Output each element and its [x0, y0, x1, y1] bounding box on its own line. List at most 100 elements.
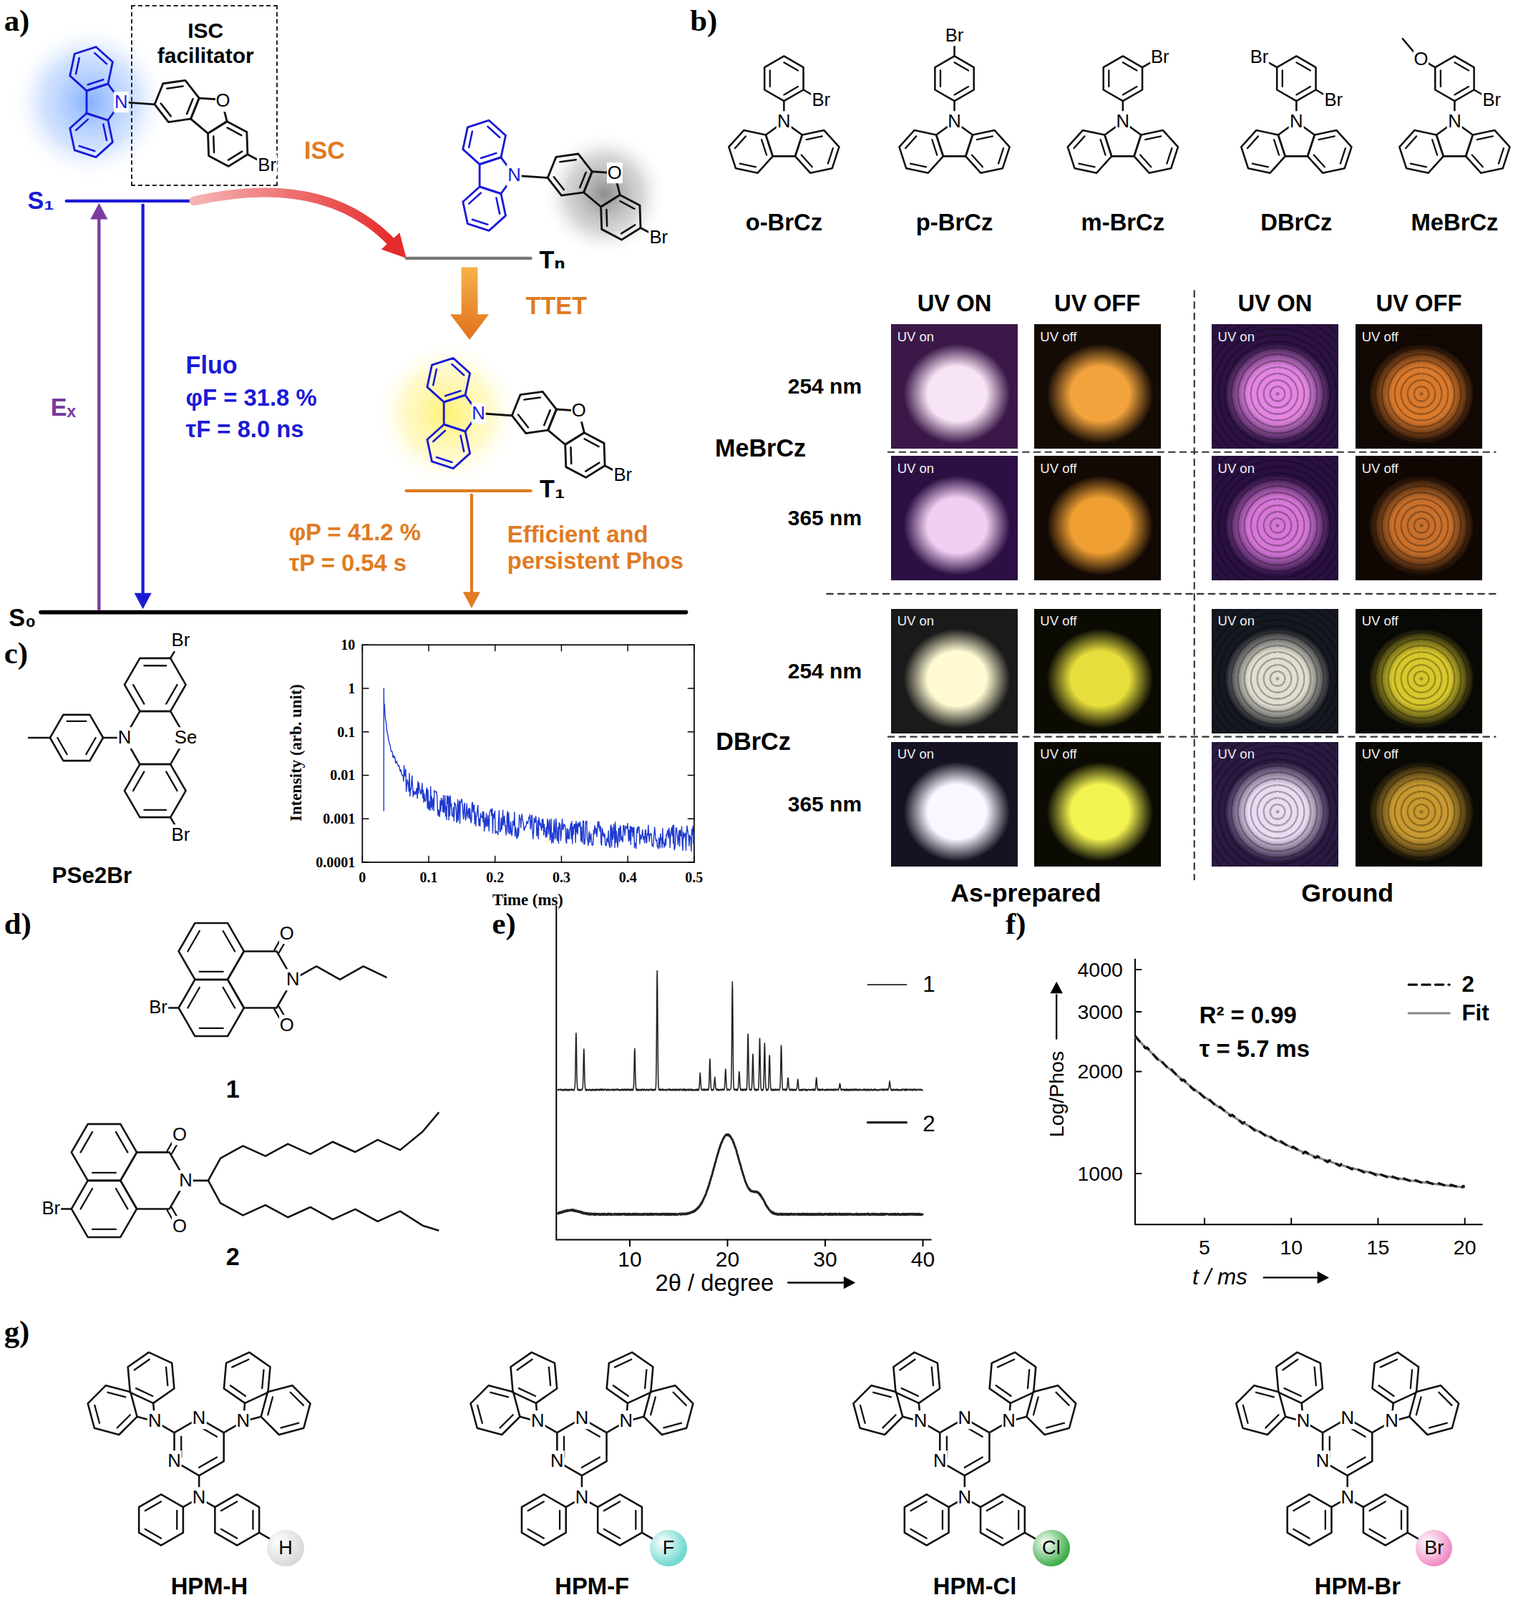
- axis-tick: [561, 855, 562, 863]
- alkyl-chain: [208, 1180, 439, 1231]
- double-bond: [480, 153, 496, 159]
- axis-tick: [362, 855, 363, 863]
- double-bond: [212, 135, 215, 153]
- double-bond: [1454, 62, 1469, 71]
- double-bond: [57, 737, 67, 755]
- double-bond: [223, 987, 235, 1008]
- photo-tile: UV on: [891, 324, 1018, 449]
- benzene-ring: [597, 1494, 642, 1546]
- double-bond: [986, 1529, 1003, 1539]
- double-bond: [231, 1359, 249, 1368]
- row-label: DBrCz: [715, 727, 791, 756]
- double-bond: [1073, 135, 1085, 149]
- xrd-pattern: [557, 971, 923, 1092]
- double-bond: [517, 1359, 533, 1371]
- atom-label: Cl: [1042, 1537, 1061, 1560]
- double-bond: [490, 1392, 509, 1398]
- benzene-ring: [1409, 1385, 1459, 1435]
- benzene-ring: [214, 1494, 260, 1546]
- benzene-ring: [764, 55, 804, 101]
- double-bond: [964, 1457, 983, 1468]
- axis-tick-label: 40: [911, 1246, 935, 1272]
- axis-tick-label: 10: [340, 636, 355, 654]
- double-bond: [905, 135, 917, 149]
- process-label: Efficient and persistent Phos: [507, 521, 723, 575]
- double-bond: [605, 209, 608, 227]
- atom-label: Br: [148, 997, 169, 1020]
- benzene-ring: [463, 186, 506, 231]
- double-bond: [432, 369, 437, 386]
- double-bond: [1122, 86, 1138, 95]
- benzene-ring: [138, 1494, 184, 1546]
- axis-tick: [1135, 1070, 1142, 1073]
- benzene-ring: [565, 432, 605, 479]
- decay-curve: [383, 688, 694, 851]
- benzene-ring: [88, 1385, 138, 1435]
- double-bond: [528, 1501, 544, 1511]
- axis-tick-label: 1: [347, 679, 355, 697]
- double-bond: [477, 1405, 483, 1424]
- double-bond: [1247, 135, 1259, 149]
- axis-tick: [687, 687, 695, 689]
- atom-label: H: [278, 1537, 293, 1560]
- double-bond: [133, 684, 144, 705]
- level-label: Tₙ: [538, 246, 565, 275]
- benzene-ring: [989, 1352, 1037, 1404]
- double-bond: [79, 146, 95, 152]
- divider-line: [888, 451, 1496, 454]
- compound-number: 1: [226, 1075, 240, 1104]
- atom-label: N: [1447, 110, 1463, 133]
- compound-name: p-BrCz: [916, 208, 994, 237]
- axis-tick: [1135, 1011, 1142, 1013]
- atom-label: N: [913, 1411, 929, 1433]
- axis-tick: [362, 818, 369, 820]
- atom-label: Br: [1424, 1537, 1444, 1560]
- benzene-ring: [1236, 1385, 1286, 1435]
- legend-sample: [1408, 1011, 1450, 1015]
- axis-tick: [693, 855, 695, 863]
- double-bond: [445, 390, 461, 396]
- axis-line: [556, 1239, 931, 1242]
- data-curve: [1135, 1036, 1466, 1189]
- double-bond: [996, 1385, 1012, 1397]
- atom-label: Br: [40, 1198, 61, 1221]
- energy-level: [406, 256, 532, 260]
- double-bond: [1078, 163, 1095, 168]
- benzene-ring: [208, 121, 248, 167]
- atom-label: N: [1384, 1411, 1400, 1433]
- axis-tick-label: 30: [813, 1246, 837, 1272]
- panel-letter: g): [4, 1314, 31, 1350]
- axis-tick: [687, 861, 695, 863]
- tile-caption: UV off: [1361, 614, 1399, 630]
- double-bond: [145, 1501, 162, 1511]
- photo-tile: UV on: [891, 609, 1018, 734]
- double-bond: [460, 435, 465, 452]
- plot-frame: [362, 644, 695, 863]
- double-bond: [939, 70, 942, 88]
- double-bond: [1347, 1457, 1366, 1468]
- atom-label: N: [506, 164, 522, 187]
- double-bond: [1438, 1392, 1452, 1406]
- double-bond: [134, 1359, 150, 1371]
- axis-tick: [362, 644, 369, 646]
- double-bond: [115, 1132, 128, 1153]
- double-bond: [901, 1388, 919, 1397]
- double-bond: [899, 1359, 915, 1371]
- axis-tick-label: 3000: [1077, 1000, 1123, 1025]
- imide-ring: [120, 1152, 186, 1209]
- atom-label: O: [279, 923, 295, 945]
- double-bond: [548, 1367, 551, 1387]
- benzene-ring: [511, 391, 557, 433]
- benzene-ring: [853, 1385, 903, 1435]
- double-bond: [761, 139, 767, 155]
- bond-line: [1024, 1533, 1036, 1540]
- double-bond: [198, 1457, 217, 1468]
- atom-label: N: [191, 1487, 207, 1510]
- double-bond: [1380, 1359, 1398, 1368]
- double-bond: [1145, 135, 1161, 140]
- group-label: As-prepared: [950, 879, 1101, 909]
- double-bond: [436, 457, 452, 463]
- double-bond: [75, 57, 80, 74]
- axis-tick-label: 2000: [1077, 1059, 1123, 1084]
- axis-tick: [1376, 1218, 1379, 1226]
